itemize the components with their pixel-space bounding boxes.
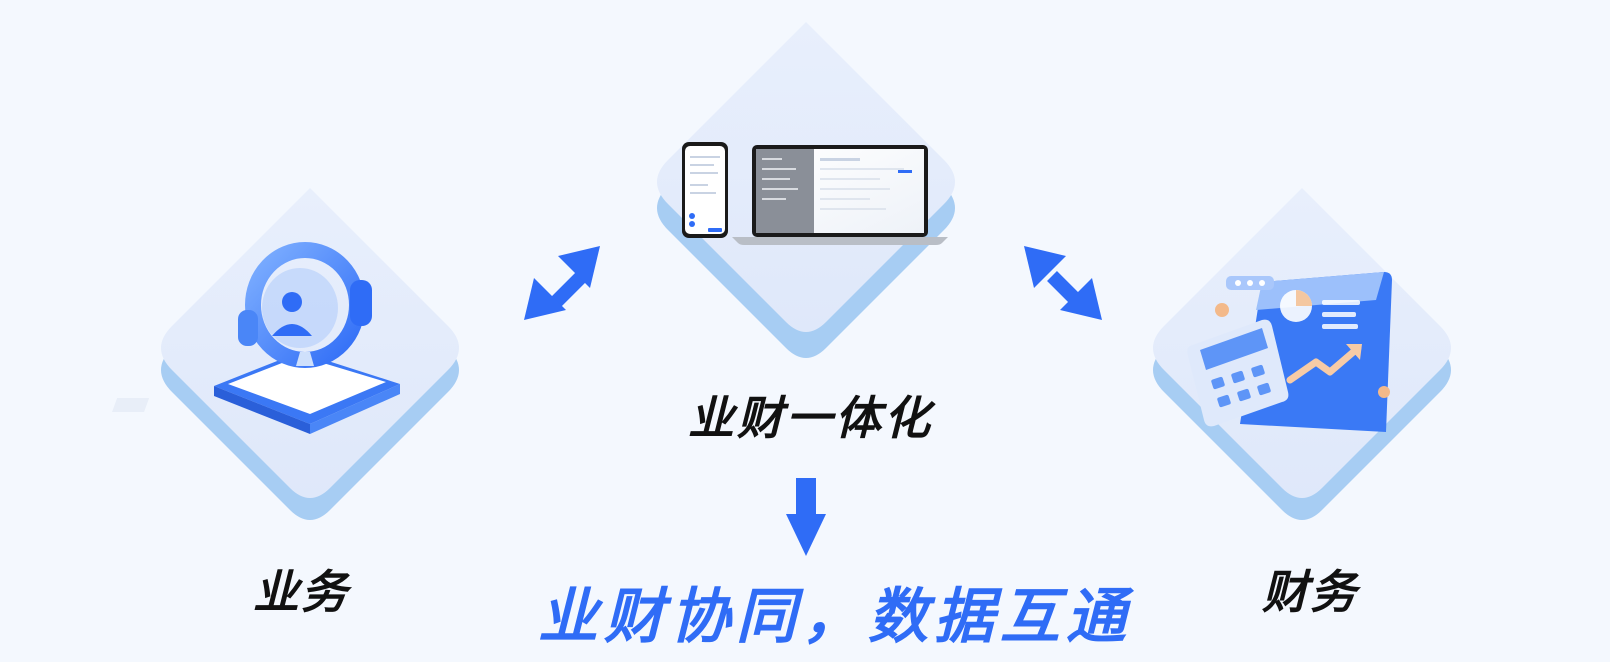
customer-service-headset-icon <box>112 242 400 434</box>
phone-and-laptop-icon <box>682 142 948 245</box>
arrow-center-finance <box>1024 246 1102 320</box>
slogan-text: 业财协同，数据互通 <box>538 582 1132 652</box>
label-center: 业财一体化 <box>688 391 933 445</box>
label-finance: 财务 <box>1262 565 1358 619</box>
calculator-report-chart-icon <box>1187 272 1392 432</box>
label-business: 业务 <box>253 565 349 619</box>
tile-finance <box>1153 188 1451 520</box>
arrow-down <box>786 478 826 556</box>
tile-center <box>657 22 955 358</box>
arrow-business-center <box>524 246 600 320</box>
tile-business <box>112 188 459 520</box>
